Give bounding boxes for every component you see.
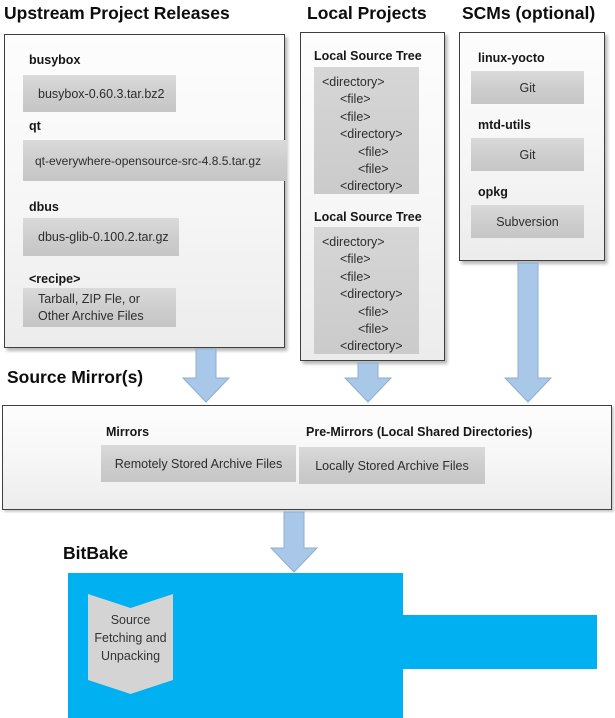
scm-item-label: linux-yocto	[478, 51, 545, 65]
source-mirrors-title: Source Mirror(s)	[7, 367, 144, 387]
upstream-item-label: qt	[29, 119, 41, 133]
upstream-item-value: busybox-0.60.3.tar.bz2	[38, 86, 165, 101]
scm-item-label: opkg	[478, 185, 508, 199]
upstream-item-box: busybox-0.60.3.tar.bz2	[23, 75, 176, 112]
mirrors-value: Remotely Stored Archive Files	[114, 456, 283, 471]
mirrors-box: Remotely Stored Archive Files	[101, 445, 296, 482]
bitbake-title: BitBake	[63, 543, 129, 563]
tree-line: <file>	[358, 304, 389, 319]
premirrors-box: Locally Stored Archive Files	[299, 447, 485, 484]
scm-item-box: Git	[471, 71, 584, 104]
local-source-tree-label: Local Source Tree	[314, 210, 422, 224]
source-fetching-banner: Source Fetching and Unpacking	[88, 594, 173, 694]
upstream-item-label: <recipe>	[29, 272, 81, 286]
local-source-tree-box: <directory> <file> <file> <directory> <f…	[314, 227, 419, 354]
tree-line: <file>	[358, 322, 389, 337]
local-projects-panel: Local Source Tree <directory> <file> <fi…	[300, 32, 445, 361]
banner-line: Fetching and	[94, 631, 167, 645]
local-projects-title: Local Projects	[307, 3, 427, 23]
upstream-item-label: busybox	[29, 53, 81, 67]
upstream-item-box: qt-everywhere-opensource-src-4.8.5.tar.g…	[23, 140, 287, 181]
premirrors-value: Locally Stored Archive Files	[315, 458, 469, 473]
tree-line: <directory>	[340, 287, 403, 302]
source-mirrors-panel: Mirrors Remotely Stored Archive Files Pr…	[2, 405, 612, 510]
mirrors-label: Mirrors	[106, 425, 150, 439]
banner-line: Source	[110, 613, 151, 627]
tree-line: <file>	[340, 252, 371, 267]
bitbake-output-bar	[403, 615, 597, 669]
scms-panel: linux-yocto Git mtd-utils Git opkg Subve…	[459, 32, 605, 261]
upstream-item-value: qt-everywhere-opensource-src-4.8.5.tar.g…	[35, 153, 262, 168]
upstream-item-box: dbus-glib-0.100.2.tar.gz	[23, 218, 179, 256]
tree-line: <directory>	[340, 179, 403, 194]
tree-line: <file>	[340, 109, 371, 124]
scm-item-label: mtd-utils	[478, 118, 531, 132]
scm-item-value: Subversion	[496, 214, 559, 229]
tree-line: <file>	[340, 92, 371, 107]
tree-line: <directory>	[340, 127, 403, 142]
local-source-tree-label: Local Source Tree	[314, 49, 422, 63]
upstream-item-value: dbus-glib-0.100.2.tar.gz	[38, 230, 169, 244]
tree-line: <directory>	[322, 75, 385, 89]
scm-item-value: Git	[519, 80, 536, 95]
tree-line: <directory>	[322, 235, 385, 249]
scm-item-box: Subversion	[471, 205, 584, 238]
premirrors-label: Pre-Mirrors (Local Shared Directories)	[306, 425, 533, 439]
tree-line: <directory>	[340, 339, 403, 354]
down-arrow-icon	[269, 511, 319, 573]
local-source-tree-box: <directory> <file> <file> <directory> <f…	[314, 67, 419, 194]
tree-line: <file>	[340, 269, 371, 284]
down-arrow-icon	[343, 362, 393, 403]
tree-line: <file>	[358, 162, 389, 177]
scm-item-box: Git	[471, 138, 584, 171]
upstream-panel: busybox busybox-0.60.3.tar.bz2 qt qt-eve…	[4, 34, 287, 348]
scm-item-value: Git	[519, 147, 536, 162]
banner-line: Unpacking	[100, 649, 161, 663]
tree-line: <file>	[358, 144, 389, 159]
upstream-title: Upstream Project Releases	[4, 3, 230, 23]
scms-title: SCMs (optional)	[462, 3, 596, 23]
upstream-item-label: dbus	[29, 200, 59, 214]
down-arrow-icon	[181, 348, 231, 403]
down-arrow-icon	[503, 262, 553, 403]
